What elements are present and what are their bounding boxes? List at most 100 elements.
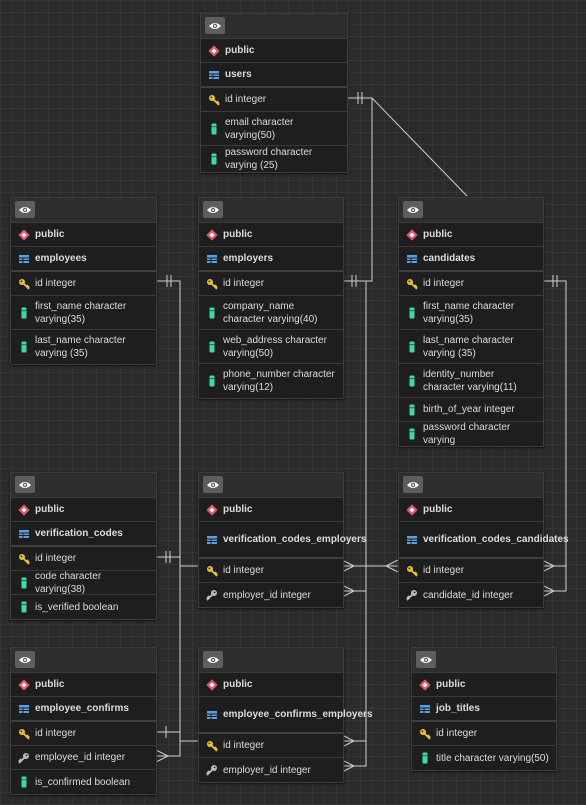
column-row-label: id integer [436,728,478,739]
eye-icon[interactable] [416,651,436,668]
schema-label[interactable]: public [11,223,156,247]
column-row[interactable]: title character varying(50) [412,746,556,770]
table-name[interactable]: job_titles [412,697,556,722]
eye-icon[interactable] [203,201,223,218]
table-name[interactable]: employers [199,247,343,272]
column-row-label: last_name character varying (35) [35,335,126,359]
column-row[interactable]: employer_id integer [199,583,343,607]
column-row[interactable]: id integer [199,734,343,758]
column-row[interactable]: last_name character varying (35) [11,330,156,364]
column-row[interactable]: id integer [199,272,343,296]
table-name[interactable]: verification_codes [11,522,156,547]
schema-label[interactable]: public [201,39,347,63]
column-row[interactable]: first_name character varying(35) [399,296,543,330]
column-row-label: id integer [35,728,77,739]
column-row-label: first_name character varying(35) [35,300,127,325]
key-icon [19,728,30,740]
column-row[interactable]: last_name character varying (35) [399,330,543,364]
column-row[interactable]: id integer [399,272,543,296]
column-row[interactable]: id integer [399,559,543,583]
key-icon [207,278,218,290]
node-header [201,14,347,39]
eye-icon[interactable] [205,17,225,34]
column-row[interactable]: password character varying (25) [201,146,347,172]
node-header [399,473,543,498]
column-row[interactable]: candidate_id integer [399,583,543,607]
eye-icon[interactable] [203,651,223,668]
schema-label[interactable]: public [399,223,543,247]
table-name-label: employees [35,253,87,264]
column-row-label: title character varying(50) [436,752,549,764]
eye-icon[interactable] [403,476,423,493]
table-name[interactable]: employee_confirms [11,697,156,722]
column-row[interactable]: id integer [201,88,347,112]
column-icon [209,375,215,387]
schema-label[interactable]: public [199,498,343,522]
schema-label[interactable]: public [11,673,156,697]
column-row[interactable]: identity_number character varying(11) [399,364,543,398]
column-row[interactable]: employee_id integer [11,746,156,770]
eye-icon[interactable] [15,201,35,218]
table-name[interactable]: verification_codes_candidates [399,522,569,559]
column-row[interactable]: email character varying(50) [201,112,347,146]
table-name-label: verification_codes [35,528,123,539]
column-row-label: employee_id integer [35,752,126,763]
table-name-label: verification_codes_employers [223,534,367,545]
schema-label[interactable]: public [199,673,343,697]
table-icon [19,254,29,263]
column-row[interactable]: code character varying(38) [11,571,156,595]
column-row[interactable]: is_verified boolean [11,595,156,619]
column-row[interactable]: id integer [412,722,556,746]
schema-label[interactable]: public [412,673,556,697]
column-row[interactable]: id integer [199,559,343,583]
eye-icon[interactable] [15,651,35,668]
column-row[interactable]: first_name character varying(35) [11,296,156,330]
column-row[interactable]: birth_of_year integer [399,398,543,422]
column-row[interactable]: id integer [11,547,156,571]
table-name[interactable]: employee_confirms_employers [199,697,373,734]
column-row[interactable]: password character varying [399,422,543,446]
column-row[interactable]: company_name character varying(40) [199,296,343,330]
schema-icon [206,678,218,691]
column-row[interactable]: web_address character varying(50) [199,330,343,364]
table-name[interactable]: verification_codes_employers [199,522,366,559]
schema-label-label: public [423,504,453,515]
table-node-employees[interactable]: public employees id integer first_name char… [10,197,157,365]
table-icon [19,704,29,713]
table-name[interactable]: users [201,63,347,88]
column-row[interactable]: employer_id integer [199,758,343,782]
schema-label[interactable]: public [199,223,343,247]
eye-icon[interactable] [403,201,423,218]
table-name[interactable]: employees [11,247,156,272]
column-row[interactable]: id integer [11,722,156,746]
column-row-label: id integer [223,278,265,289]
table-name[interactable]: candidates [399,247,543,272]
column-icon [409,341,415,352]
table-icon [207,535,217,544]
column-row[interactable]: phone_number character varying(12) [199,364,343,398]
schema-label[interactable]: public [11,498,156,522]
column-icon [409,307,415,318]
schema-label[interactable]: public [399,498,543,522]
link-employers-employee-confirms-employers [342,591,367,767]
schema-icon [419,678,431,691]
table-icon [420,704,430,713]
column-row[interactable]: id integer [11,272,156,296]
column-row-label: id integer [223,565,265,576]
column-row-label: id integer [225,94,267,105]
eye-icon[interactable] [203,476,223,493]
column-row-label: first_name character varying(35) [423,300,515,325]
column-row[interactable]: is_confirmed boolean [11,770,156,794]
eye-icon[interactable] [15,476,35,493]
key-icon [207,565,218,577]
